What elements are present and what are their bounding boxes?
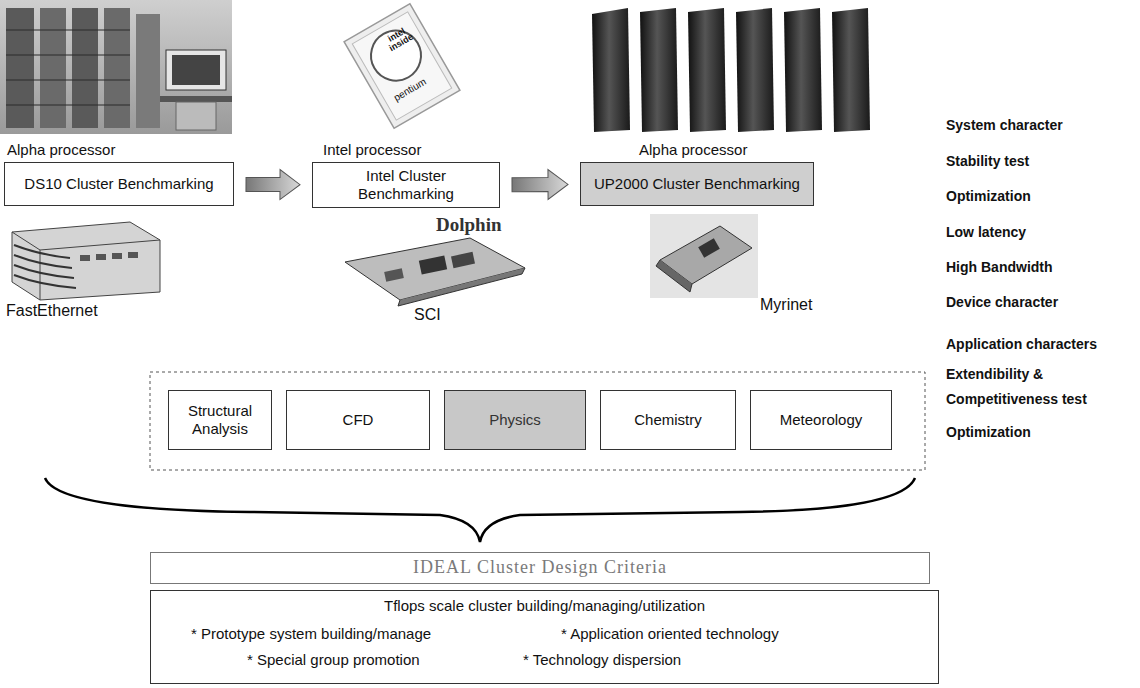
application-box: Meteorology — [750, 390, 892, 450]
aspect-note: High Bandwidth — [946, 259, 1053, 275]
aspect-note: Device character — [946, 294, 1058, 310]
logo-text: intel inside — [380, 23, 418, 56]
aspect-note: Extendibility & — [946, 366, 1043, 382]
fastethernet-switch — [12, 222, 160, 300]
criteria-title-box: IDEAL Cluster Design Criteria — [150, 552, 930, 584]
aspect-note: Optimization — [946, 424, 1031, 440]
aspect-note: Optimization — [946, 188, 1031, 204]
processor-heading: Intel processor — [323, 141, 421, 159]
device-name: Myrinet — [760, 296, 812, 314]
criteria-bullet: * Application oriented technology — [561, 625, 779, 643]
box-label: IDEAL Cluster Design Criteria — [413, 557, 667, 579]
aspect-note: Stability test — [946, 153, 1029, 169]
application-box: Structural Analysis — [168, 390, 272, 450]
intel-chip — [344, 4, 460, 129]
processor-heading: Alpha processor — [639, 141, 747, 159]
merge-brace — [45, 478, 915, 542]
application-box: Chemistry — [600, 390, 736, 450]
benchmark-box: Alpha processorDS10 Cluster Benchmarking — [4, 162, 234, 206]
myrinet-card — [650, 214, 758, 298]
aspect-note: Competitiveness test — [946, 391, 1087, 407]
ds10-photo — [0, 0, 232, 134]
aspect-note: Application characters — [946, 336, 1097, 352]
criteria-bullet: * Prototype system building/manage — [191, 625, 431, 643]
logo-text: pentium — [392, 76, 428, 103]
application-box: CFD — [286, 390, 430, 450]
box-label: Meteorology — [780, 411, 863, 429]
block-arrow — [246, 169, 300, 199]
block-arrow — [512, 169, 568, 199]
aspect-note: System character — [946, 117, 1063, 133]
aspect-note: Low latency — [946, 224, 1026, 240]
box-label: Structural Analysis — [177, 402, 263, 438]
box-label: CFD — [343, 411, 374, 429]
box-label: Chemistry — [634, 411, 702, 429]
up2000-racks — [592, 8, 870, 132]
vendor-name: Dolphin — [436, 214, 501, 236]
device-name: FastEthernet — [6, 302, 98, 320]
criteria-bullet: * Technology dispersion — [523, 651, 681, 669]
criteria-bullet: * Special group promotion — [247, 651, 420, 669]
box-label: DS10 Cluster Benchmarking — [24, 175, 213, 193]
processor-heading: Alpha processor — [7, 141, 115, 159]
benchmark-box: Alpha processorUP2000 Cluster Benchmarki… — [580, 162, 814, 206]
application-box: Physics — [444, 390, 586, 450]
benchmark-box: Intel processorIntel Cluster Benchmarkin… — [312, 162, 500, 208]
box-label: Intel Cluster Benchmarking — [321, 167, 491, 203]
application-group-frame — [150, 372, 925, 470]
criteria-box: Tflops scale cluster building/managing/u… — [150, 590, 939, 684]
device-name: SCI — [414, 306, 441, 324]
box-label: UP2000 Cluster Benchmarking — [594, 175, 800, 193]
criteria-heading: Tflops scale cluster building/managing/u… — [151, 597, 938, 615]
box-label: Physics — [489, 411, 541, 429]
sci-card — [345, 238, 525, 306]
